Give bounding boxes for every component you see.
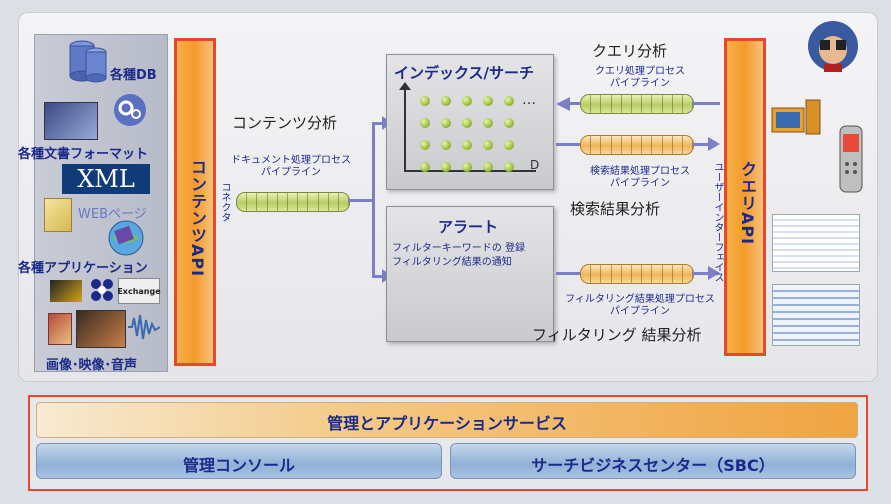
document-pipeline [236,192,350,212]
index-axis-label: D [530,158,539,172]
document-formats-label: 各種文書フォーマット [18,143,148,162]
document-stack-icon [44,102,98,140]
xml-text: XML [77,165,135,193]
database-label: 各種DB [110,64,157,83]
audio-wave-icon [128,312,160,342]
management-services-label: 管理とアプリケーションサービス [37,410,857,434]
document-pipeline-label: ドキュメント処理プロセス パイプライン [222,155,360,179]
management-console-bar[interactable]: 管理コンソール [36,443,442,479]
search-business-center-bar[interactable]: サーチビジネスセンター（SBC） [450,443,856,479]
query-api-label: クエリAPI [735,161,759,245]
media-label: 画像･映像･音声 [46,354,137,373]
applications-label: 各種アプリケーション [18,257,148,276]
index-y-axis [404,86,406,172]
search-result-pipeline [580,135,694,155]
query-pipeline [580,94,694,114]
notes-app-icon [50,280,82,302]
filter-result-pipeline [580,264,694,284]
branch-line [372,122,375,278]
web-page-icon [44,198,72,232]
filter-results-heading: フィルタリング 結果分析 [532,324,701,345]
index-search-title: インデックス/サーチ [394,62,534,83]
gears-icon [112,92,148,128]
management-services-bar: 管理とアプリケーションサービス [36,402,858,438]
exchange-text: Exchange [117,287,160,296]
search-results-screenshot [772,214,860,272]
user-binoculars-icon [806,20,860,72]
connector-label: コネクタ [217,182,232,222]
query-in-line [692,102,720,105]
computer-icon [768,94,824,138]
pipeline-out-line [348,199,374,202]
content-analysis-heading: コンテンツ分析 [232,112,337,133]
database-icon [66,38,110,84]
search-results-heading: 検索結果分析 [570,198,660,219]
alert-title: アラート [438,216,498,237]
query-api-bar: クエリAPI [724,38,766,356]
user-interface-label: ユーザーインターフェイス [710,162,725,282]
video-icon [76,310,126,348]
filter-out-line [556,272,580,275]
filter-pipeline-label: フィルタリング結果処理プロセス パイプライン [560,294,720,318]
mobile-phone-icon [838,124,864,194]
search-pipeline-label: 検索結果処理プロセス パイプライン [574,166,706,190]
exchange-app-icon: Exchange [118,278,160,304]
content-api-label: コンテンツAPI [185,159,209,277]
query-out-line [566,102,580,105]
xml-logo: XML [62,164,150,194]
query-pipeline-label: クエリ処理プロセス パイプライン [574,66,706,90]
search-out-line [556,143,580,146]
alert-description: フィルターキーワードの 登録 フィルタリング結果の通知 [392,242,548,270]
alert-results-screenshot [772,284,860,346]
management-console-label: 管理コンソール [37,452,441,476]
query-analysis-heading: クエリ分析 [592,40,667,61]
app-logo-icon [88,276,116,304]
arrow-up-icon [399,82,411,90]
search-business-center-label: サーチビジネスセンター（SBC） [451,452,855,476]
globe-icon [104,218,148,258]
image-icon [48,313,72,345]
content-api-bar: コンテンツAPI [174,38,216,366]
arrow-right-icon [708,137,720,151]
index-ellipsis: … [522,92,536,108]
index-dot-grid [420,96,514,172]
